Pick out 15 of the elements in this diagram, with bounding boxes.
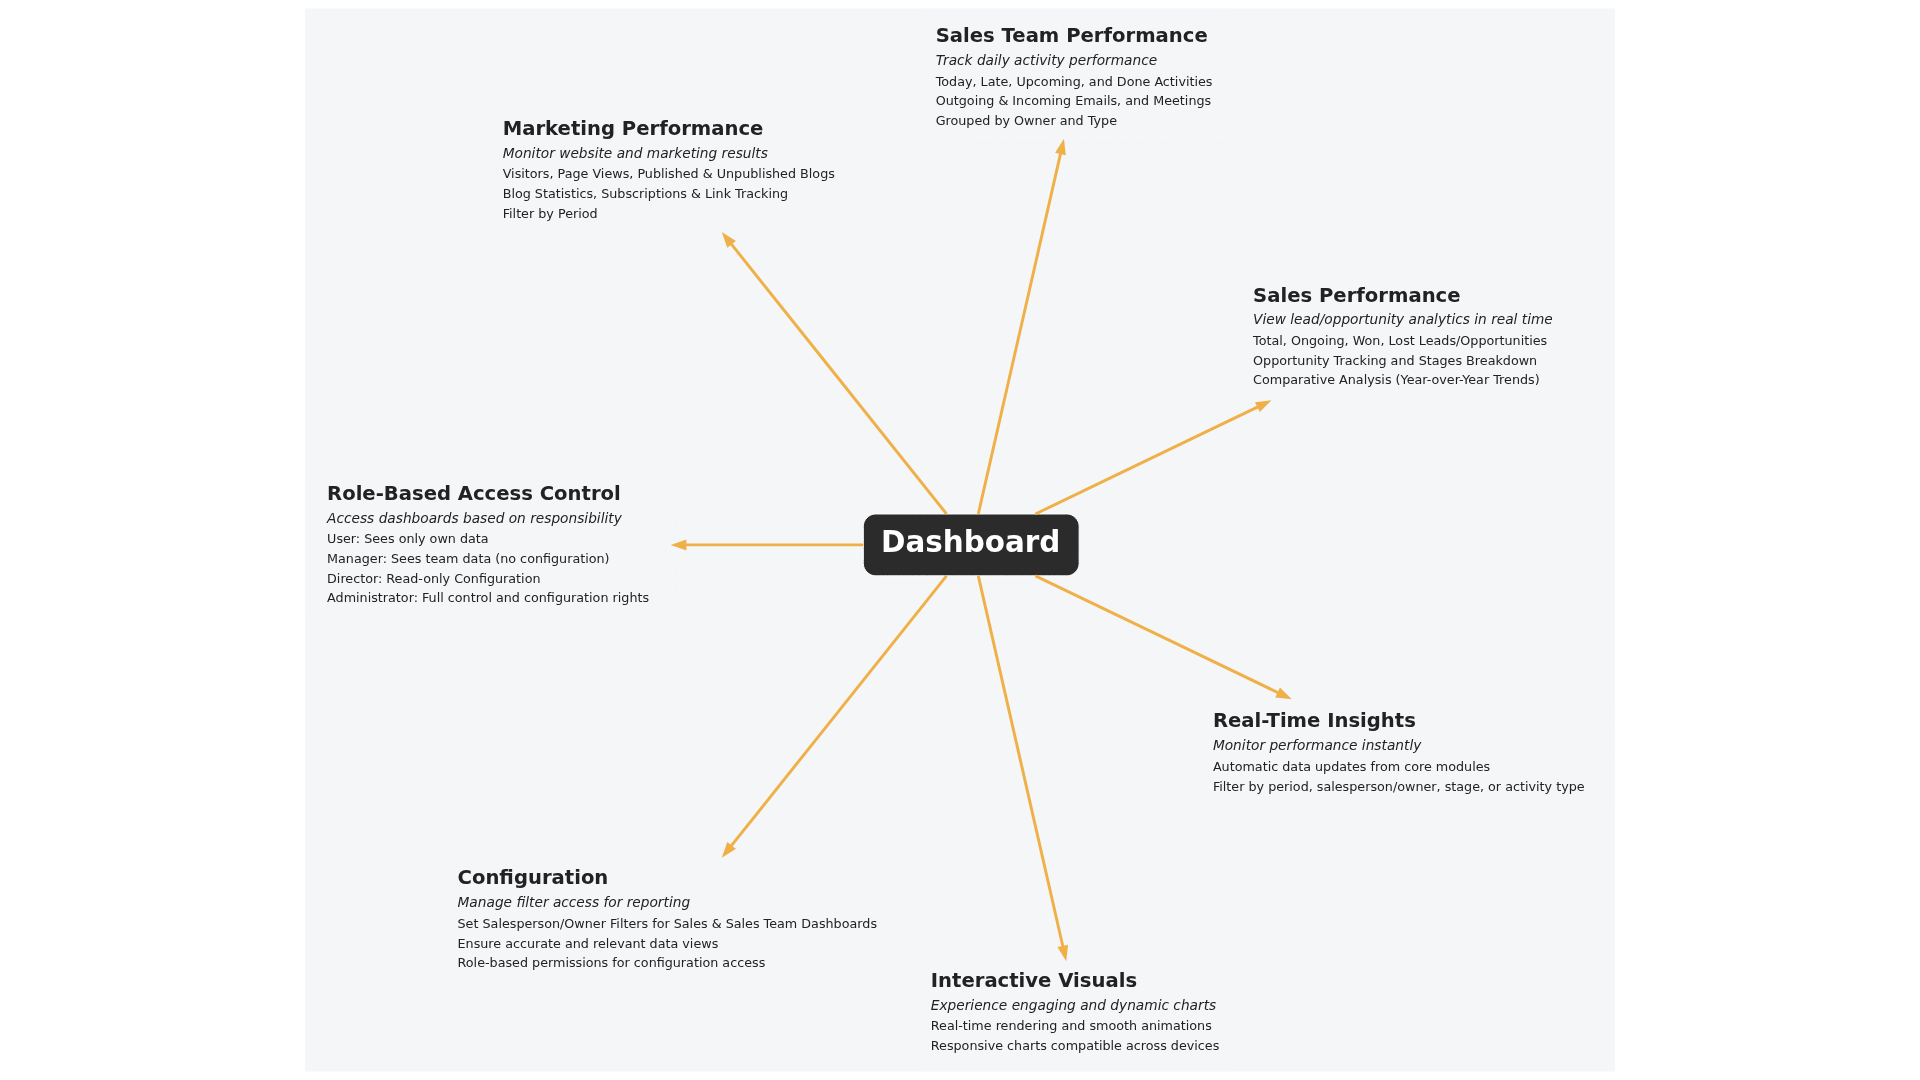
arrow bbox=[1034, 574, 1292, 700]
node-text: Sales Performance View lead/opportunity analytics in real time Total, Ongoing, Won, Lost Leads/Opportunities Opportunity Tracking and Stages Breakdown Comparative Analysis (Year-over-Year Trends) bbox=[1253, 283, 1553, 388]
node-text: Configuration Manage filter access for reporting Set Salesperson/Owner Filters for Sales & Sales Team Dashboards Ensure accurate and relevant data views Role-based permissions for configuration access bbox=[457, 866, 878, 971]
arrow bbox=[721, 232, 948, 515]
arrow bbox=[976, 138, 1066, 515]
node-box: Dashboard bbox=[862, 513, 1080, 577]
node-text: Role-Based Access Control Access dashboards based on responsibility User: Sees only own data Manager: Sees team data (no configuration) Director: Read-only Configuration Administrator: Full control and configuration rights bbox=[327, 481, 650, 606]
arrow bbox=[976, 575, 1069, 962]
arrow bbox=[721, 575, 948, 858]
node-text: Marketing Performance Monitor website and marketing results Visitors, Page Views, Published & Unpublished Blogs Blog Statistics, Subscriptions & Link Tracking Filter by Period bbox=[502, 116, 835, 221]
node-text: Interactive Visuals Experience engaging and dynamic charts Real-time rendering and smooth animations Responsive charts compatible across devices bbox=[930, 968, 1220, 1053]
arrow bbox=[670, 539, 864, 551]
arrow bbox=[1034, 400, 1272, 516]
node-text: Sales Team Performance Track daily activity performance Today, Late, Upcoming, and Done Activities Outgoing & Incoming Emails, and Meetings Grouped by Owner and Type bbox=[935, 24, 1213, 128]
node-text: Real-Time Insights Monitor performance instantly Automatic data updates from core modules Filter by period, salesperson/owner, stage, or activity type bbox=[1212, 709, 1585, 794]
